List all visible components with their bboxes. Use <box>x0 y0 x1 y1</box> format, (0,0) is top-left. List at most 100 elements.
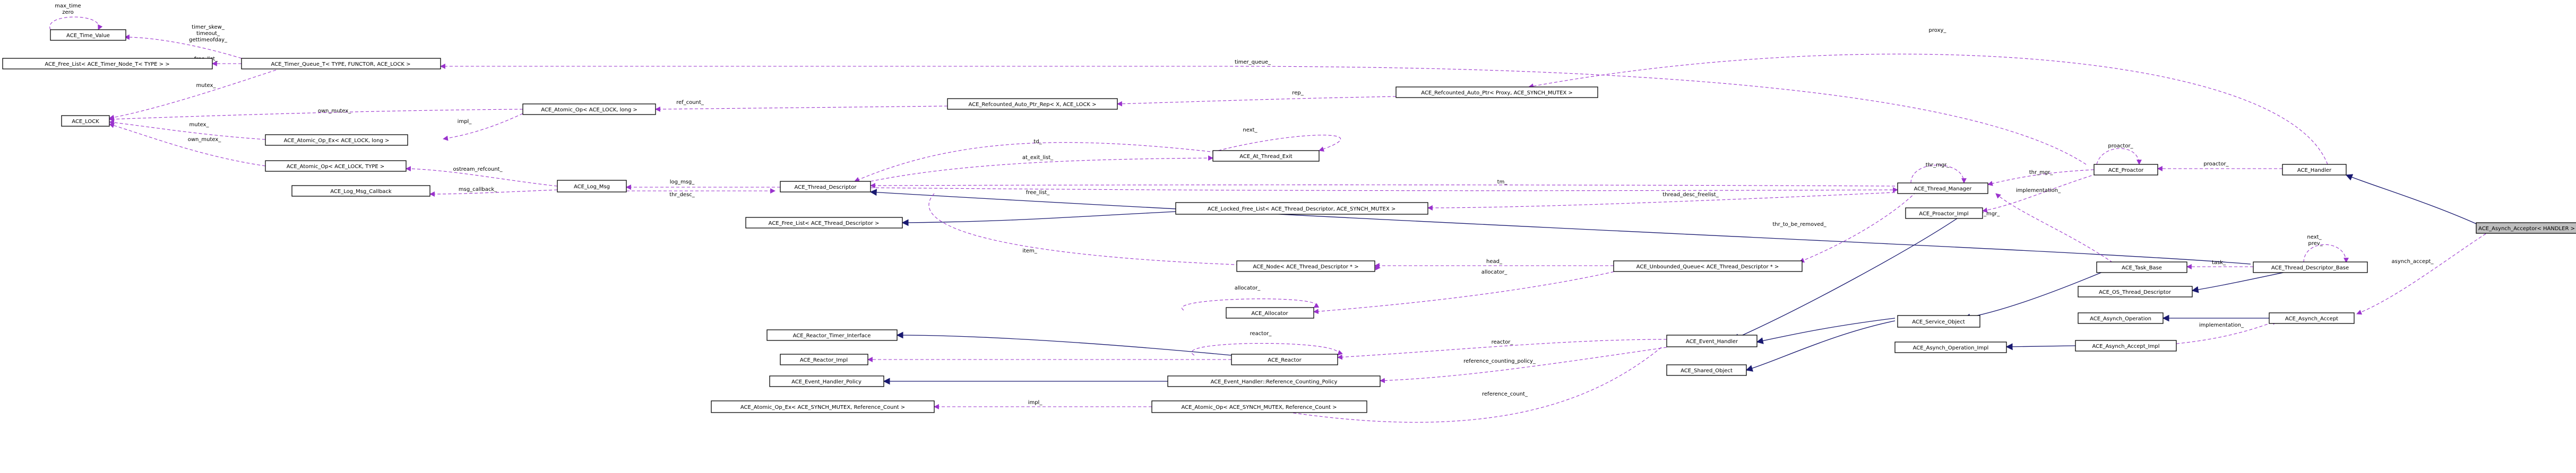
edge-label: gettimeofday_ <box>189 37 228 43</box>
class-node[interactable]: ACE_Event_Handler <box>1666 335 1757 347</box>
svg-text:ACE_Free_List< ACE_Thread_Desc: ACE_Free_List< ACE_Thread_Descriptor > <box>769 221 880 226</box>
svg-text:ACE_Reactor: ACE_Reactor <box>1268 357 1302 363</box>
class-node[interactable]: ACE_Proactor_Impl <box>1905 207 1983 219</box>
edge-event-handler-reference-count <box>1263 347 1662 423</box>
edges <box>49 16 2495 423</box>
class-node[interactable]: ACE_Shared_Object <box>1666 364 1747 376</box>
edge-label: free_list_ <box>1026 190 1050 196</box>
edge-label: next_ <box>1243 127 1257 133</box>
svg-text:ACE_Refcounted_Auto_Ptr< Proxy: ACE_Refcounted_Auto_Ptr< Proxy, ACE_SYNC… <box>1421 90 1573 96</box>
class-node[interactable]: ACE_Event_Handler::Reference_Counting_Po… <box>1167 375 1381 387</box>
edge-label: timer_skew_ <box>192 24 225 30</box>
edge-label: thr_desc_ <box>669 192 695 198</box>
svg-text:ACE_Thread_Descriptor: ACE_Thread_Descriptor <box>795 185 857 190</box>
edge-proactor-self <box>2096 148 2142 165</box>
svg-text:ACE_Task_Base: ACE_Task_Base <box>2122 265 2162 271</box>
edge-log-msg-ostream-refcount <box>406 166 558 187</box>
class-node[interactable]: ACE_Free_List< ACE_Thread_Descriptor > <box>745 217 903 229</box>
class-node[interactable]: ACE_Task_Base <box>2096 261 2187 273</box>
edge-reactor-self <box>1192 343 1343 356</box>
class-node[interactable]: ACE_Thread_Descriptor_Base <box>2253 261 2368 273</box>
edge-acceptor-inherits-handler <box>2345 174 2477 224</box>
edge-thread-manager-self <box>1910 164 1967 183</box>
class-node[interactable]: ACE_Locked_Free_List< ACE_Thread_Descrip… <box>1175 202 1428 215</box>
svg-text:ACE_OS_Thread_Descriptor: ACE_OS_Thread_Descriptor <box>2099 290 2172 295</box>
class-node[interactable]: ACE_Handler <box>2282 164 2347 176</box>
edge-timer-queue-time-value <box>124 34 242 59</box>
edge-label: asynch_accept_ <box>2392 259 2434 265</box>
svg-text:ACE_Unbounded_Queue< ACE_Threa: ACE_Unbounded_Queue< ACE_Thread_Descript… <box>1636 264 1779 270</box>
edge-label: proactor_ <box>2108 143 2133 149</box>
edge-label: timeout_ <box>196 31 220 37</box>
edge-label: impl_ <box>458 119 472 125</box>
class-node[interactable]: ACE_Thread_Descriptor <box>780 181 871 192</box>
class-node[interactable]: ACE_Event_Handler_Policy <box>769 375 884 387</box>
class-node[interactable]: ACE_Reactor_Impl <box>780 354 868 365</box>
edge-label: own_mutex_ <box>188 137 222 143</box>
svg-text:ACE_Free_List< ACE_Timer_Node_: ACE_Free_List< ACE_Timer_Node_T< TYPE > … <box>45 62 169 67</box>
svg-text:ACE_Asynch_Accept_Impl: ACE_Asynch_Accept_Impl <box>2092 344 2159 349</box>
svg-text:ACE_Time_Value: ACE_Time_Value <box>66 33 110 39</box>
class-node[interactable]: ACE_Timer_Queue_T< TYPE, FUNCTOR, ACE_LO… <box>241 58 441 69</box>
class-node[interactable]: ACE_Proactor <box>2093 164 2158 176</box>
class-node[interactable]: ACE_Log_Msg <box>557 180 627 192</box>
class-node[interactable]: ACE_Reactor_Timer_Interface <box>766 329 898 341</box>
svg-text:ACE_Atomic_Op_Ex< ACE_SYNCH_MU: ACE_Atomic_Op_Ex< ACE_SYNCH_MUTEX, Refer… <box>740 405 905 410</box>
edge-event-handler-rcp <box>1380 347 1667 383</box>
svg-text:ACE_Node< ACE_Thread_Descripto: ACE_Node< ACE_Thread_Descriptor * > <box>1253 264 1358 270</box>
edge-log-msg-callback <box>429 189 558 197</box>
class-node[interactable]: ACE_Asynch_Operation_Impl <box>1894 341 2007 353</box>
class-node[interactable]: ACE_Thread_Manager <box>1897 182 1988 194</box>
class-node[interactable]: ACE_LOCK <box>61 115 110 127</box>
class-node[interactable]: ACE_Atomic_Op_Ex< ACE_SYNCH_MUTEX, Refer… <box>711 400 935 413</box>
edge-queue-allocator <box>1313 269 1625 314</box>
class-node[interactable]: ACE_Time_Value <box>50 29 126 41</box>
class-node[interactable]: ACE_Asynch_Operation <box>2078 312 2164 324</box>
edge-proactor-timer-queue <box>440 64 2087 165</box>
svg-text:ACE_Atomic_Op< ACE_LOCK, long: ACE_Atomic_Op< ACE_LOCK, long > <box>541 107 637 113</box>
edge-atomic-op-own-mutex <box>109 109 523 122</box>
class-node[interactable]: ACE_Atomic_Op< ACE_LOCK, TYPE > <box>265 160 407 172</box>
edge-allocator-self <box>1182 299 1320 311</box>
class-node[interactable]: ACE_At_Thread_Exit <box>1212 150 1320 162</box>
edge-ace-lock-timer-queue <box>109 69 277 120</box>
svg-text:ACE_Asynch_Accept: ACE_Asynch_Accept <box>2285 316 2338 322</box>
class-node[interactable]: ACE_OS_Thread_Descriptor <box>2078 286 2193 297</box>
class-node[interactable]: ACE_Free_List< ACE_Timer_Node_T< TYPE > … <box>2 58 213 69</box>
class-node[interactable]: ACE_Atomic_Op< ACE_SYNCH_MUTEX, Referenc… <box>1151 400 1367 413</box>
edge-tm-thread-desc-freelist <box>1427 191 1906 211</box>
class-node[interactable]: ACE_Atomic_Op< ACE_LOCK, long > <box>522 103 656 115</box>
svg-text:ACE_Asynch_Operation_Impl: ACE_Asynch_Operation_Impl <box>1913 345 1989 351</box>
edge-tm-thr-to-be-removed <box>1799 191 1917 263</box>
edge-event-handler-reactor <box>1337 339 1667 360</box>
edge-label: max_time <box>55 3 81 9</box>
svg-text:ACE_Log_Msg: ACE_Log_Msg <box>574 184 610 190</box>
class-node[interactable]: ACE_Refcounted_Auto_Ptr< Proxy, ACE_SYNC… <box>1395 86 1598 98</box>
class-node[interactable]: ACE_Asynch_Accept <box>2269 312 2355 324</box>
class-node[interactable]: ACE_Node< ACE_Thread_Descriptor * > <box>1236 260 1375 272</box>
class-node[interactable]: ACE_Log_Msg_Callback <box>291 185 430 197</box>
edge-task-base-thr-mgr <box>1995 193 2113 263</box>
edge-label: td_ <box>1033 139 1042 145</box>
svg-text:ACE_Event_Handler::Reference_C: ACE_Event_Handler::Reference_Counting_Po… <box>1211 379 1338 385</box>
class-node[interactable]: ACE_Reactor <box>1231 354 1338 365</box>
edge-node-item <box>928 193 1381 270</box>
class-node[interactable]: ACE_Service_Object <box>1897 315 1980 328</box>
edge-at-thread-exit-next <box>1218 135 1341 152</box>
svg-text:ACE_Atomic_Op< ACE_SYNCH_MUTEX: ACE_Atomic_Op< ACE_SYNCH_MUTEX, Referenc… <box>1181 405 1337 410</box>
class-node[interactable]: ACE_Atomic_Op_Ex< ACE_LOCK, long > <box>265 134 408 146</box>
edge-label: own_mutex_ <box>318 108 352 114</box>
class-node[interactable]: ACE_Asynch_Accept_Impl <box>2075 340 2177 352</box>
edge-label: implementation_ <box>2016 188 2061 194</box>
svg-text:ACE_Timer_Queue_T< TYPE, FUNCT: ACE_Timer_Queue_T< TYPE, FUNCTOR, ACE_LO… <box>271 62 411 67</box>
edge-service-object-inherits-shared-object <box>1745 320 1896 372</box>
edge-tm-free-list <box>870 187 1898 192</box>
class-node[interactable]: ACE_Allocator <box>1226 307 1314 319</box>
edge-labels: max_time zero timer_skew_ timeout_ getti… <box>55 3 2434 406</box>
class-node[interactable]: ACE_Asynch_Acceptor< HANDLER > <box>2476 222 2576 234</box>
class-node[interactable]: ACE_Refcounted_Auto_Ptr_Rep< X, ACE_LOCK… <box>947 98 1118 110</box>
edge-label: impl_ <box>1028 400 1043 406</box>
edge-time-value-max-time <box>49 16 103 30</box>
class-node[interactable]: ACE_Unbounded_Queue< ACE_Thread_Descript… <box>1613 260 1803 272</box>
